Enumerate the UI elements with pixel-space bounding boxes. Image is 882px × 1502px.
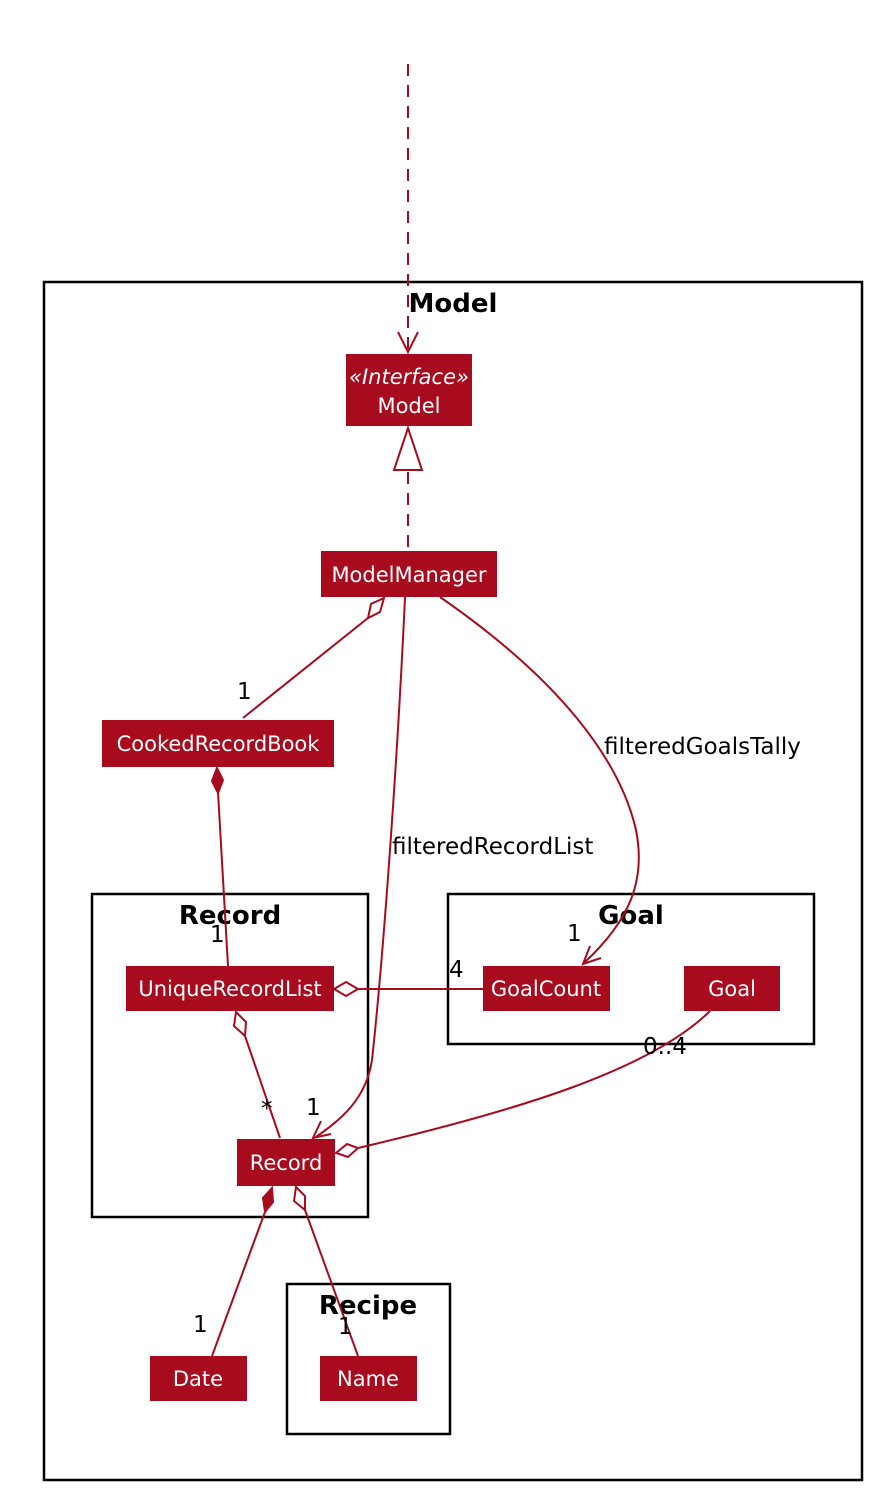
aggregation-diamond-list-goalcount — [332, 980, 360, 998]
aggregation-edge-list-to-record — [244, 1035, 281, 1139]
dependency-arrowhead — [397, 331, 419, 355]
cooked-record-book-box — [102, 720, 334, 767]
association-edge-filtered-goals-tally — [439, 596, 640, 963]
role-filtered-goals-tally: filteredGoalsTally — [604, 734, 801, 760]
unique-record-list-name: UniqueRecordList — [138, 977, 321, 1001]
aggregation-diamond-record-name — [292, 1184, 306, 1213]
goal-count-name: GoalCount — [491, 977, 601, 1001]
aggregation-diamond-record-goal — [333, 1142, 360, 1159]
model-interface-box — [346, 354, 472, 426]
aggregation-diamond-list-record — [232, 1009, 248, 1039]
composition-diamond-record-date — [261, 1185, 275, 1215]
model-interface-class[interactable]: «Interface» Model — [346, 354, 472, 426]
mult-manager-to-goalcount: 1 — [567, 921, 582, 947]
goal-class[interactable]: Goal — [684, 966, 780, 1011]
record-package-title: Record — [179, 901, 281, 931]
mult-goalcount-to-list: 4 — [449, 957, 464, 983]
goal-count-class[interactable]: GoalCount — [483, 966, 610, 1011]
name-class[interactable]: Name — [320, 1356, 417, 1401]
record-name: Record — [250, 1151, 323, 1175]
recipe-package-title: Recipe — [319, 1291, 417, 1321]
unique-record-list-box — [126, 966, 334, 1011]
composition-edge-book-to-list — [217, 791, 229, 967]
recipe-package-frame — [285, 1282, 452, 1436]
goal-package-frame — [446, 892, 816, 1046]
model-manager-class[interactable]: ModelManager — [321, 551, 497, 597]
date-box — [150, 1356, 247, 1401]
record-class[interactable]: Record — [237, 1139, 335, 1186]
date-class[interactable]: Date — [150, 1356, 247, 1401]
goal-package-title: Goal — [598, 901, 664, 931]
date-name: Date — [173, 1367, 223, 1391]
model-manager-box — [321, 551, 497, 597]
mult-book-to-list: 1 — [210, 922, 225, 948]
model-package-frame — [42, 280, 864, 1482]
name-name: Name — [337, 1367, 399, 1391]
mult-manager-to-book: 1 — [237, 679, 252, 705]
mult-list-to-record: * — [261, 1096, 273, 1122]
model-package-title: Model — [409, 289, 498, 319]
goal-name: Goal — [708, 977, 756, 1001]
record-package-frame — [90, 892, 370, 1219]
cooked-record-book-name: CookedRecordBook — [117, 732, 321, 756]
name-box — [320, 1356, 417, 1401]
mult-manager-to-record: 1 — [306, 1095, 321, 1121]
model-interface-stereotype: «Interface» — [349, 365, 469, 389]
mult-record-to-name: 1 — [338, 1314, 353, 1340]
goal-count-box — [483, 966, 610, 1011]
record-box — [237, 1139, 335, 1186]
model-manager-name: ModelManager — [331, 563, 486, 587]
realization-triangle-head — [392, 424, 424, 471]
model-interface-name: Model — [377, 394, 440, 418]
arrowhead-filtered-record-list — [311, 1120, 332, 1140]
mult-record-to-date: 1 — [193, 1312, 208, 1338]
goal-box — [684, 966, 780, 1011]
association-edge-filtered-record-list — [315, 596, 406, 1138]
cooked-record-book-class[interactable]: CookedRecordBook — [102, 720, 334, 767]
aggregation-edge-manager-to-book — [242, 617, 369, 719]
aggregation-edge-goal-to-record — [357, 1010, 711, 1149]
composition-diamond-book-list — [210, 765, 225, 796]
unique-record-list-class[interactable]: UniqueRecordList — [126, 966, 334, 1011]
mult-goal-to-record: 0..4 — [643, 1034, 687, 1060]
composition-edge-record-to-date — [211, 1211, 266, 1357]
arrowhead-filtered-goals-tally — [581, 945, 602, 966]
aggregation-diamond-manager-book — [366, 596, 386, 620]
role-filtered-record-list: filteredRecordList — [392, 834, 593, 860]
aggregation-edge-record-to-name — [304, 1209, 359, 1357]
